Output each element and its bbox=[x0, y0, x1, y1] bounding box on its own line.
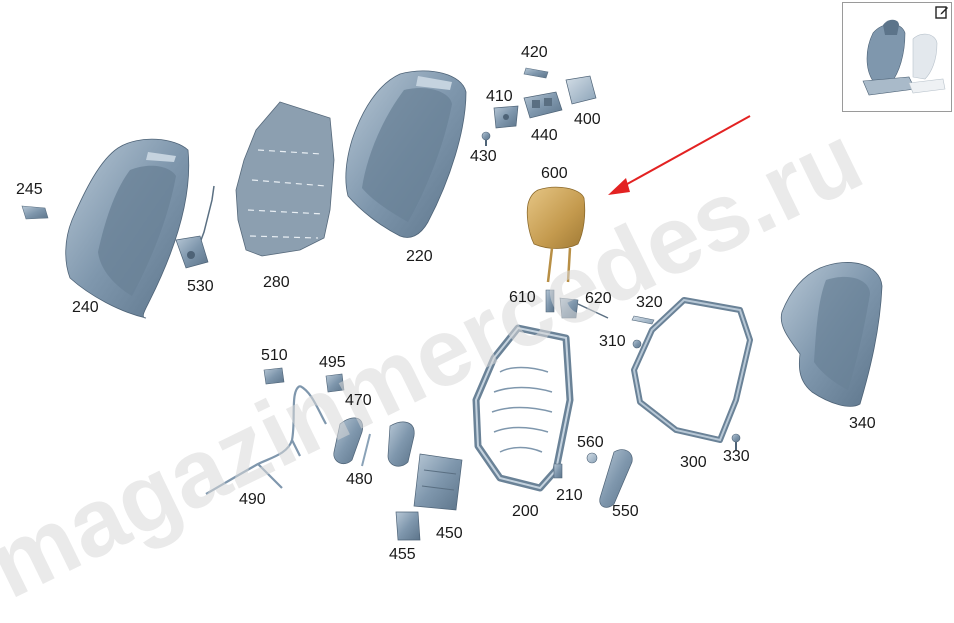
part-240[interactable] bbox=[65, 138, 190, 319]
label-510: 510 bbox=[261, 347, 288, 364]
part-420[interactable] bbox=[523, 67, 549, 79]
label-400: 400 bbox=[574, 111, 601, 128]
label-210: 210 bbox=[556, 487, 583, 504]
label-410: 410 bbox=[486, 88, 513, 105]
part-200[interactable] bbox=[472, 324, 574, 492]
label-340: 340 bbox=[849, 415, 876, 432]
label-620: 620 bbox=[585, 290, 612, 307]
part-450-a[interactable] bbox=[387, 421, 415, 467]
label-610: 610 bbox=[509, 289, 536, 306]
seat-thumbnail-image bbox=[862, 19, 946, 96]
part-310[interactable] bbox=[632, 339, 642, 349]
part-510[interactable] bbox=[263, 367, 285, 385]
part-440[interactable] bbox=[523, 91, 563, 119]
part-455[interactable] bbox=[395, 511, 421, 541]
part-470[interactable] bbox=[333, 417, 364, 464]
part-550[interactable] bbox=[599, 449, 633, 508]
label-495: 495 bbox=[319, 354, 346, 371]
part-600-headrest[interactable] bbox=[526, 186, 586, 283]
part-410[interactable] bbox=[493, 105, 519, 129]
part-300[interactable] bbox=[631, 297, 753, 443]
label-300: 300 bbox=[680, 454, 707, 471]
label-310: 310 bbox=[599, 333, 626, 350]
label-490: 490 bbox=[239, 491, 266, 508]
label-240: 240 bbox=[72, 299, 99, 316]
part-560[interactable] bbox=[586, 452, 598, 464]
part-495[interactable] bbox=[325, 373, 345, 393]
pointer-arrow bbox=[608, 115, 751, 195]
overview-thumbnail[interactable] bbox=[842, 2, 952, 112]
label-600: 600 bbox=[541, 165, 568, 182]
label-530: 530 bbox=[187, 278, 214, 295]
label-200: 200 bbox=[512, 503, 539, 520]
label-320: 320 bbox=[636, 294, 663, 311]
label-245: 245 bbox=[16, 181, 43, 198]
label-280: 280 bbox=[263, 274, 290, 291]
part-320[interactable] bbox=[631, 315, 655, 325]
part-610[interactable] bbox=[545, 289, 555, 313]
label-455: 455 bbox=[389, 546, 416, 563]
label-470: 470 bbox=[345, 392, 372, 409]
label-330: 330 bbox=[723, 448, 750, 465]
label-450: 450 bbox=[436, 525, 463, 542]
label-440: 440 bbox=[531, 127, 558, 144]
part-480[interactable] bbox=[361, 433, 371, 467]
part-330[interactable] bbox=[731, 433, 741, 450]
label-420: 420 bbox=[521, 44, 548, 61]
part-400[interactable] bbox=[565, 75, 597, 105]
label-550: 550 bbox=[612, 503, 639, 520]
part-220[interactable] bbox=[345, 70, 467, 238]
label-430: 430 bbox=[470, 148, 497, 165]
label-480: 480 bbox=[346, 471, 373, 488]
label-220: 220 bbox=[406, 248, 433, 265]
part-210[interactable] bbox=[553, 463, 563, 479]
part-490[interactable] bbox=[205, 384, 327, 495]
part-245[interactable] bbox=[21, 205, 49, 220]
label-560: 560 bbox=[577, 434, 604, 451]
part-530[interactable] bbox=[175, 185, 215, 269]
part-340[interactable] bbox=[780, 262, 883, 407]
part-450[interactable] bbox=[413, 453, 463, 511]
part-620[interactable] bbox=[559, 297, 609, 319]
edit-icon[interactable] bbox=[935, 5, 949, 19]
part-430[interactable] bbox=[481, 131, 491, 146]
part-280[interactable] bbox=[235, 101, 335, 257]
